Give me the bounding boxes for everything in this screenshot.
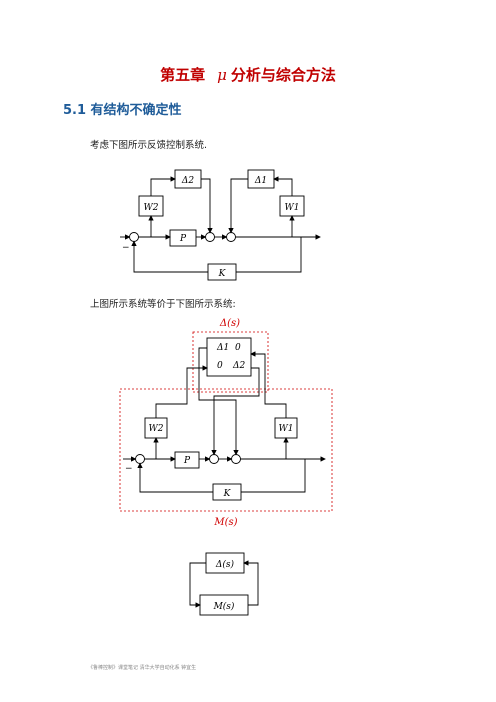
minus-sign: −	[122, 243, 130, 253]
w1-label: W1	[279, 424, 294, 434]
delta-dashed-box	[192, 331, 269, 393]
p-label: P	[179, 234, 187, 244]
delta1-label: Δ1	[254, 176, 267, 186]
m-dashed-box	[119, 388, 333, 512]
equivalent-paragraph: 上图所示系统等价于下图所示系统:	[90, 299, 236, 310]
k-label: K	[223, 489, 232, 499]
matrix-21: 0	[217, 361, 223, 371]
footer: 《鲁棒控制》课堂笔记 清华大学自动化系 钟宜生	[88, 665, 197, 671]
delta2-label: Δ2	[181, 176, 194, 186]
w2-label: W2	[144, 203, 159, 213]
sum-junction-2	[205, 232, 215, 242]
matrix-12: 0	[235, 343, 241, 353]
sum-junction-3	[226, 232, 236, 242]
p-label: P	[183, 456, 191, 466]
mu-symbol: μ	[217, 66, 227, 84]
w1-label: W1	[285, 203, 300, 213]
matrix-11: Δ1	[216, 343, 229, 353]
equivalent-diagram: Δ1 0 0 Δ2 W2 W1 P K − Δ(s) M(s)	[119, 318, 333, 528]
minus-sign: −	[125, 464, 133, 474]
w2-label: W2	[149, 424, 164, 434]
k-label: K	[218, 269, 227, 279]
matrix-22: Δ2	[232, 361, 245, 371]
section-title: 5.1 有结构不确定性	[63, 103, 182, 118]
feedback-diagram: Δ2 Δ1 W2 W1 P K −	[120, 169, 321, 281]
sum-junction-1	[129, 232, 139, 242]
lft-diagram: Δ(s) M(s)	[189, 552, 259, 616]
intro-paragraph: 考虑下图所示反馈控制系统.	[90, 140, 208, 151]
m-s-label: M(s)	[213, 601, 235, 612]
delta-matrix-block	[206, 337, 252, 377]
delta-s-label: Δ(s)	[215, 559, 235, 570]
delta-s-caption: Δ(s)	[219, 318, 240, 329]
chapter-suffix: 分析与综合方法	[230, 66, 336, 84]
chapter-prefix: 第五章	[160, 66, 206, 84]
m-s-caption: M(s)	[213, 517, 237, 528]
